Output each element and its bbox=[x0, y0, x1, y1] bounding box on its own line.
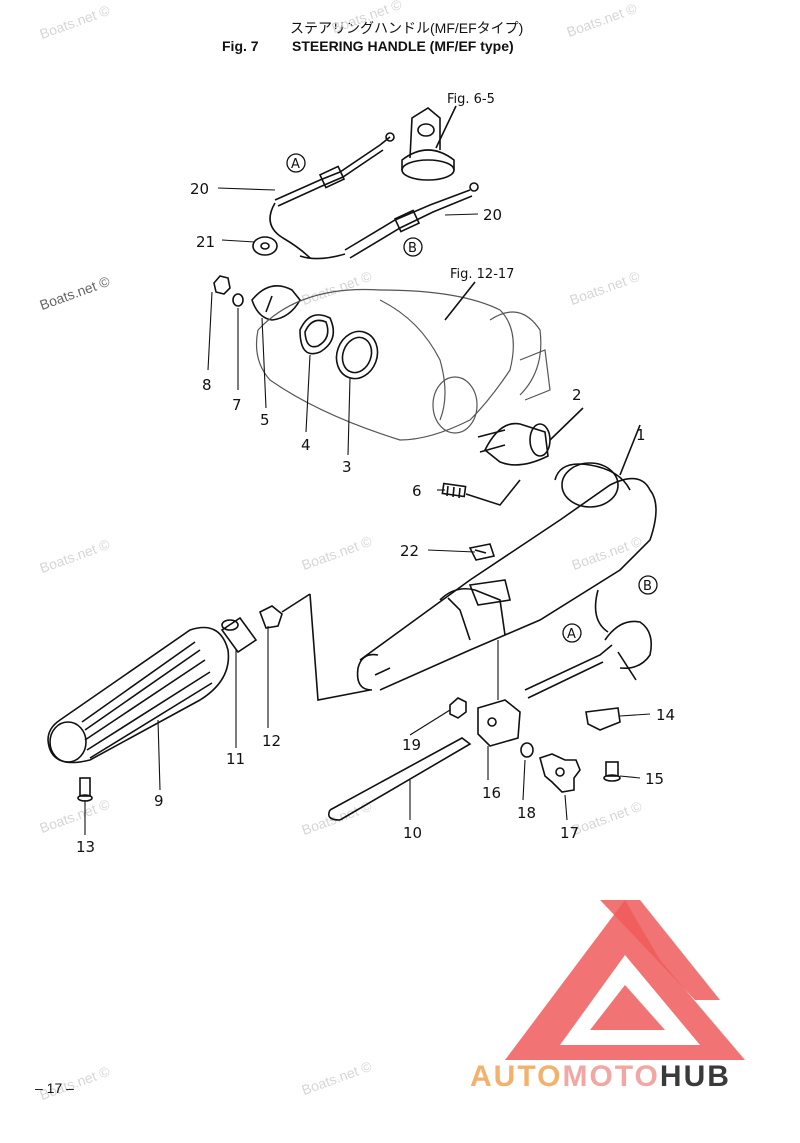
gasket-3 bbox=[335, 330, 379, 380]
part-label: 18 bbox=[517, 804, 536, 822]
part-label: 8 bbox=[202, 376, 212, 394]
washer-part-18 bbox=[520, 742, 534, 758]
figure-number: Fig. 7 bbox=[222, 38, 259, 54]
mark-b: B bbox=[643, 579, 652, 594]
part-label: 10 bbox=[403, 824, 422, 842]
part-label: 19 bbox=[402, 736, 421, 754]
friction-block bbox=[477, 699, 521, 747]
mark-b: B bbox=[408, 241, 417, 256]
logo-part: HUB bbox=[659, 1060, 731, 1093]
throttle-cable-end bbox=[524, 589, 653, 699]
sleeve-part-11 bbox=[220, 616, 258, 654]
mark-a-circle bbox=[286, 153, 306, 173]
washer-part bbox=[232, 293, 244, 307]
part-label: 6 bbox=[412, 482, 422, 500]
part-label: 20 bbox=[190, 180, 209, 198]
nut-part bbox=[213, 275, 231, 295]
automotohub-logo-mark bbox=[505, 900, 745, 1060]
throttle-mount-part bbox=[401, 107, 455, 181]
page-number: – 17 – bbox=[35, 1080, 74, 1096]
mark-b-circle bbox=[638, 575, 658, 595]
figure-title: STEERING HANDLE (MF/EF type) bbox=[292, 38, 514, 54]
logo-part: AUTO bbox=[470, 1060, 563, 1093]
part-label: 5 bbox=[260, 411, 270, 429]
part-label: 12 bbox=[262, 732, 281, 750]
clip-part bbox=[468, 543, 496, 561]
part-label: 9 bbox=[154, 792, 164, 810]
part-label: 14 bbox=[656, 706, 675, 724]
automotohub-logo-text: AUTOMOTOHUB bbox=[470, 1060, 731, 1094]
handle-grip bbox=[47, 626, 230, 764]
mark-b-circle bbox=[403, 237, 423, 257]
mark-a: A bbox=[567, 627, 576, 642]
gasket-4 bbox=[299, 314, 335, 355]
part-label: 11 bbox=[226, 750, 245, 768]
mark-a-circle bbox=[562, 623, 582, 643]
screw-part-15 bbox=[603, 761, 621, 782]
part-label: 15 bbox=[645, 770, 664, 788]
part-label: 13 bbox=[76, 838, 95, 856]
part-label: 21 bbox=[196, 233, 215, 251]
steering-arm bbox=[356, 462, 657, 691]
nut-part-12 bbox=[258, 605, 283, 629]
part-label: 17 bbox=[560, 824, 579, 842]
mark-a: A bbox=[291, 157, 300, 172]
part-label: 20 bbox=[483, 206, 502, 224]
throttle-link-part bbox=[585, 707, 621, 731]
fig-6-5-ref: Fig. 6-5 bbox=[447, 92, 495, 107]
cable-a bbox=[269, 132, 395, 259]
nut-part-19 bbox=[449, 697, 467, 719]
part-label: 2 bbox=[572, 386, 582, 404]
logo-part: MOTO bbox=[562, 1060, 660, 1093]
collar-part bbox=[477, 422, 551, 466]
screw-part-13 bbox=[77, 777, 93, 802]
grommet-part bbox=[252, 236, 278, 256]
throttle-rod bbox=[327, 737, 472, 821]
part-label: 22 bbox=[400, 542, 419, 560]
friction-knob bbox=[539, 753, 581, 793]
fig-12-17-ref: Fig. 12-17 bbox=[450, 267, 514, 282]
part-label: 7 bbox=[232, 396, 242, 414]
part-label: 1 bbox=[636, 426, 646, 444]
part-label: 3 bbox=[342, 458, 352, 476]
cable-b bbox=[299, 182, 479, 260]
part-label: 4 bbox=[301, 436, 311, 454]
japanese-title: ステアリングハンドル(MF/EFタイプ) bbox=[290, 20, 524, 36]
bolt-part-6 bbox=[441, 482, 467, 499]
part-label: 16 bbox=[482, 784, 501, 802]
cowling-housing bbox=[255, 288, 551, 441]
bracket-plate bbox=[251, 284, 301, 321]
